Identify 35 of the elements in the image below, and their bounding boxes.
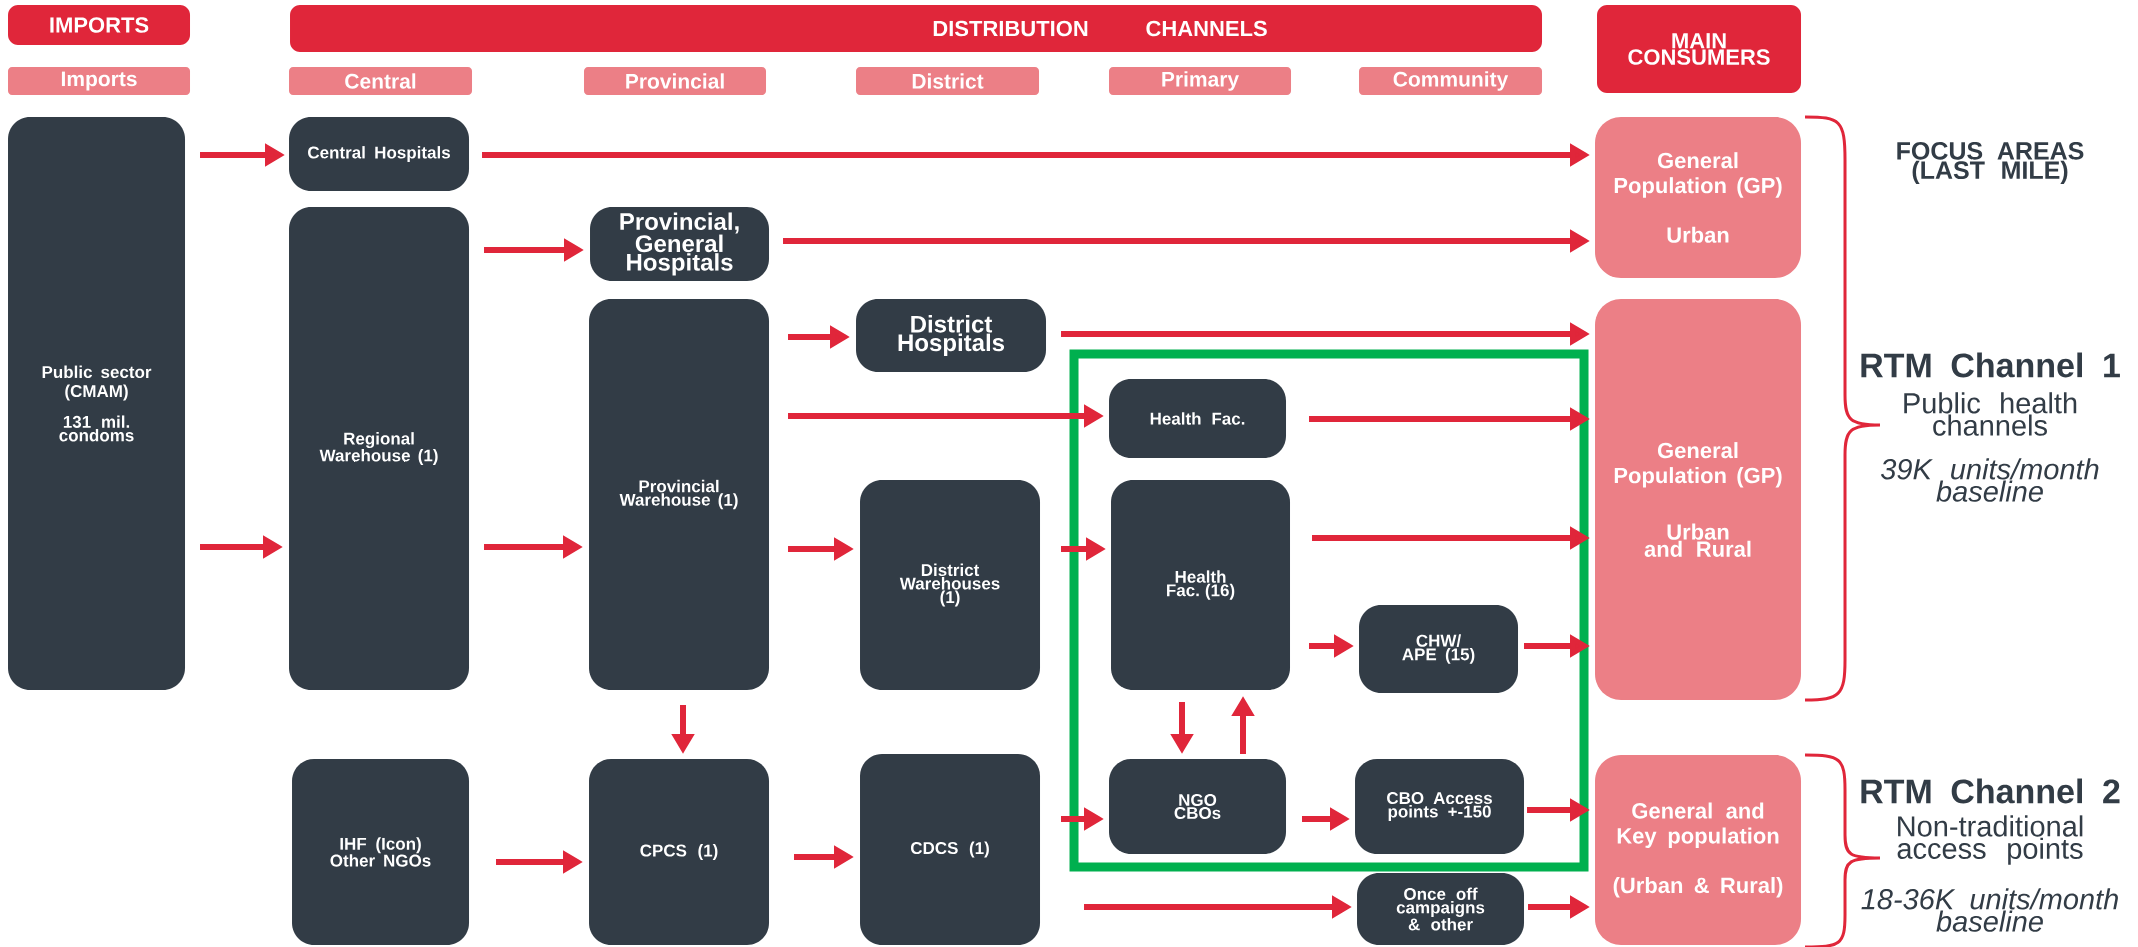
process-box: Once off campaigns & other (1357, 873, 1524, 945)
process-box: CHW/ APE (15) (1359, 605, 1518, 693)
process-box: Public sector (CMAM) 131 mil. condoms (8, 117, 185, 690)
channel-volume: 39K units/month baseline (1880, 458, 2099, 502)
process-box: District Warehouses (1) (860, 480, 1040, 690)
channel-description: Public health channels (1904, 392, 2077, 436)
consumer-box: General and Key population (Urban & Rural) (1595, 755, 1801, 945)
process-box: Provincial Warehouse (1) (589, 299, 769, 690)
process-box: CDCS (1) (860, 754, 1040, 945)
header-bar: DISTRIBUTION CHANNELS (290, 5, 1542, 52)
header-bar: MAIN CONSUMERS (1597, 5, 1801, 93)
column-header: District (856, 67, 1039, 95)
process-box: IHF (Icon) Other NGOs (292, 759, 469, 945)
process-box: District Hospitals (856, 299, 1046, 372)
column-header: Primary (1109, 67, 1291, 95)
column-header: Central (289, 67, 472, 95)
channel-title: RTM Channel 2 (1861, 778, 2120, 804)
column-header: Community (1359, 67, 1542, 95)
column-header: Provincial (584, 67, 766, 95)
heading: FOCUS AREAS (LAST MILE) (1897, 142, 2084, 184)
process-box: Health Fac. (1109, 379, 1286, 458)
channel-title: RTM Channel 1 (1861, 352, 2120, 378)
channel-description: Non-traditional access points (1897, 815, 2083, 865)
process-box: CPCS (1) (589, 759, 769, 945)
channel-volume: 18-36K units/month baseline (1861, 888, 2118, 932)
consumer-box: General Population (GP) Urban and Rural (1595, 299, 1801, 700)
process-box: Provincial, General Hospitals (590, 207, 769, 281)
process-box: CBO Access points +-150 (1355, 759, 1524, 854)
column-header: Imports (8, 67, 190, 95)
header-bar: IMPORTS (8, 5, 190, 45)
process-box: Health Fac. (16) (1111, 480, 1290, 690)
consumer-box: General Population (GP) Urban (1595, 117, 1801, 278)
process-box: Central Hospitals (289, 117, 469, 191)
process-box: Regional Warehouse (1) (289, 207, 469, 690)
process-box: NGO CBOs (1109, 759, 1286, 854)
